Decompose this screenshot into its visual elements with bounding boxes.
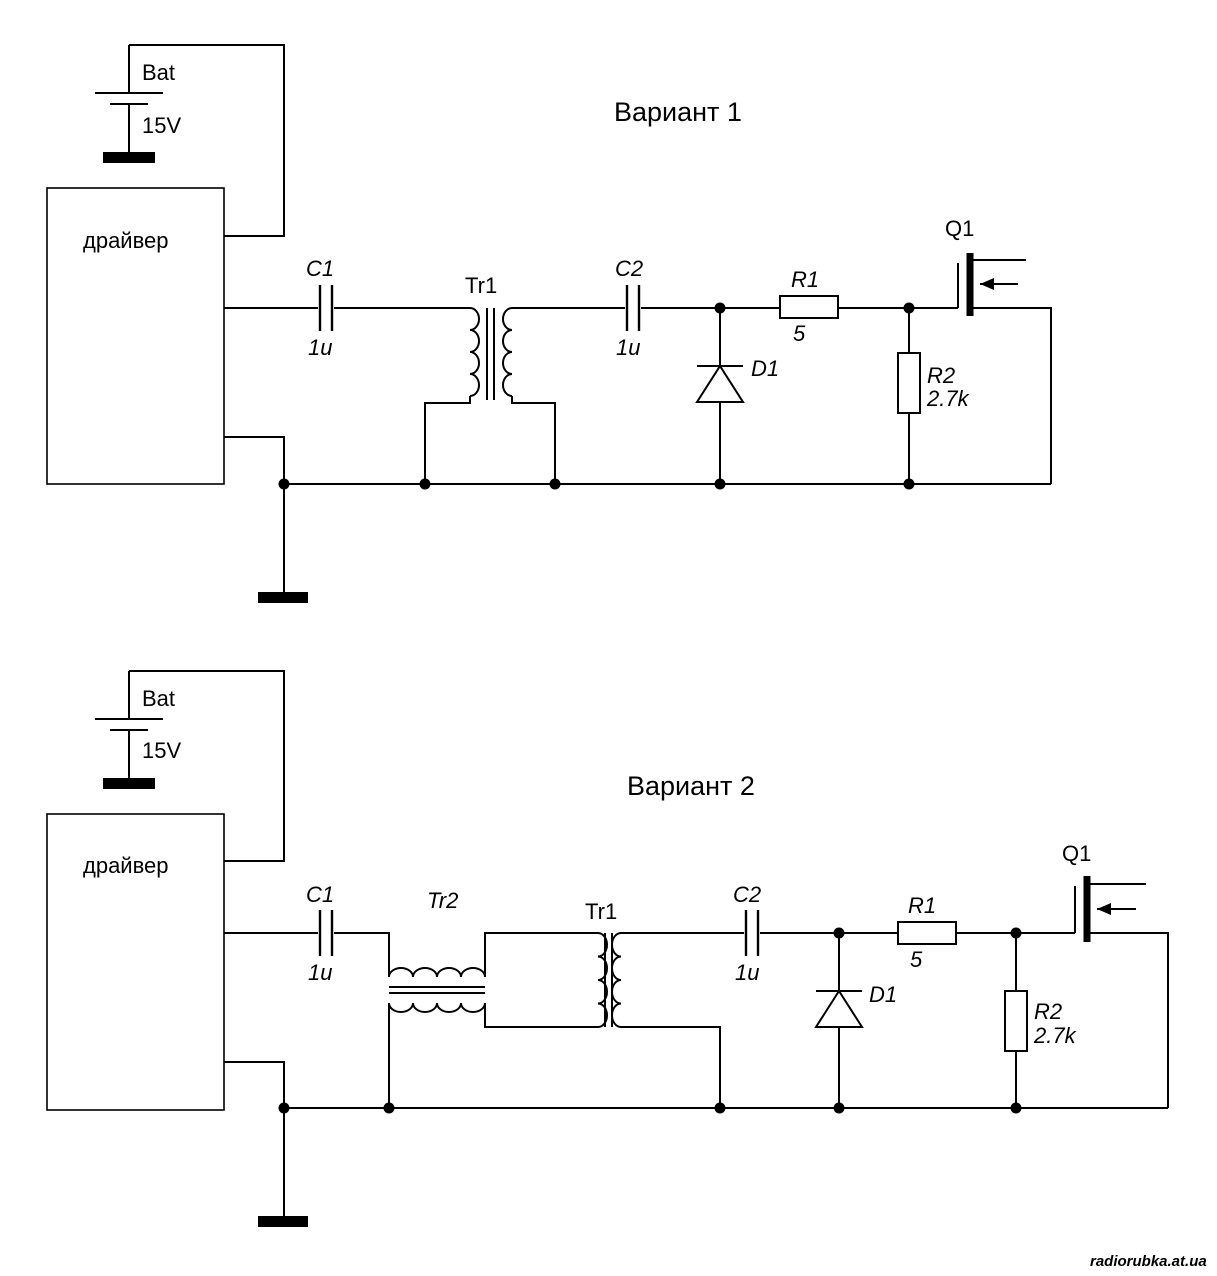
- transformer-tr2: [388, 967, 486, 1013]
- driver-label: драйвер: [83, 228, 169, 253]
- diode-d1: [814, 933, 864, 1108]
- wire: [424, 396, 471, 484]
- c1-name: C1: [306, 256, 334, 281]
- supply-wire: [129, 44, 285, 237]
- tr1-name: Tr1: [585, 899, 617, 924]
- transformer-tr1: [469, 307, 513, 400]
- q1-name: Q1: [1062, 841, 1091, 866]
- wire: [621, 1026, 721, 1108]
- d1-name: D1: [751, 356, 779, 381]
- r2-name: R2: [1034, 999, 1062, 1024]
- driver-block: [46, 813, 225, 1111]
- variant-2-title: Вариант 2: [627, 771, 755, 801]
- junction-dots: [278, 927, 1022, 1114]
- transformer-tr1: [597, 932, 622, 1028]
- wire: [484, 932, 598, 977]
- wire: [334, 932, 390, 977]
- r2-name: R2: [927, 363, 955, 388]
- battery-voltage: 15V: [142, 113, 181, 138]
- watermark: radiorubka.at.ua: [1090, 1253, 1207, 1270]
- r1-name: R1: [791, 267, 819, 292]
- c1-value: 1u: [308, 960, 332, 985]
- battery-symbol: [95, 45, 163, 163]
- resistor-r1: [897, 921, 957, 945]
- capacitor-c2: [744, 910, 760, 956]
- ground-symbol: [258, 1216, 308, 1227]
- r2-value: 2.7k: [1033, 1023, 1077, 1048]
- capacitor-c1: [318, 285, 334, 331]
- diode-d1: [695, 308, 745, 484]
- q1-name: Q1: [945, 216, 974, 241]
- r2-value: 2.7k: [926, 386, 970, 411]
- r1-value: 5: [910, 947, 923, 972]
- battery-label: Bat: [142, 60, 175, 85]
- variant-2-circuit: Вариант 2 Bat 15V драйвер C1 1u: [46, 670, 1169, 1227]
- resistor-r2: [897, 352, 921, 414]
- d1-name: D1: [869, 982, 897, 1007]
- capacitor-c2: [625, 285, 641, 331]
- r1-name: R1: [908, 893, 936, 918]
- c1-name: C1: [306, 882, 334, 907]
- battery-symbol: [95, 671, 163, 789]
- wire: [484, 1003, 598, 1028]
- transistor-q1: [1074, 876, 1169, 1108]
- tr2-name: Tr2: [427, 888, 458, 913]
- c2-value: 1u: [735, 960, 759, 985]
- c1-value: 1u: [308, 335, 332, 360]
- capacitor-c1: [318, 910, 334, 956]
- variant-1-title: Вариант 1: [614, 97, 742, 127]
- supply-wire: [129, 670, 285, 862]
- variant-1-circuit: Вариант 1 Bat 15V драйвер C1 1u: [46, 44, 1052, 603]
- resistor-r2: [1004, 990, 1028, 1052]
- resistor-r1: [779, 295, 839, 319]
- r1-value: 5: [793, 321, 806, 346]
- driver-block: [46, 187, 225, 485]
- c2-name: C2: [615, 256, 643, 281]
- c2-name: C2: [733, 882, 761, 907]
- wire: [224, 1061, 285, 1108]
- driver-label: драйвер: [83, 853, 169, 878]
- transistor-q1: [957, 253, 1052, 484]
- c2-value: 1u: [616, 335, 640, 360]
- battery-label: Bat: [142, 686, 175, 711]
- junction-dots: [278, 302, 915, 490]
- battery-voltage: 15V: [142, 738, 181, 763]
- ground-symbol: [258, 592, 308, 603]
- wire: [511, 396, 556, 484]
- wire: [224, 436, 285, 484]
- tr1-name: Tr1: [465, 273, 497, 298]
